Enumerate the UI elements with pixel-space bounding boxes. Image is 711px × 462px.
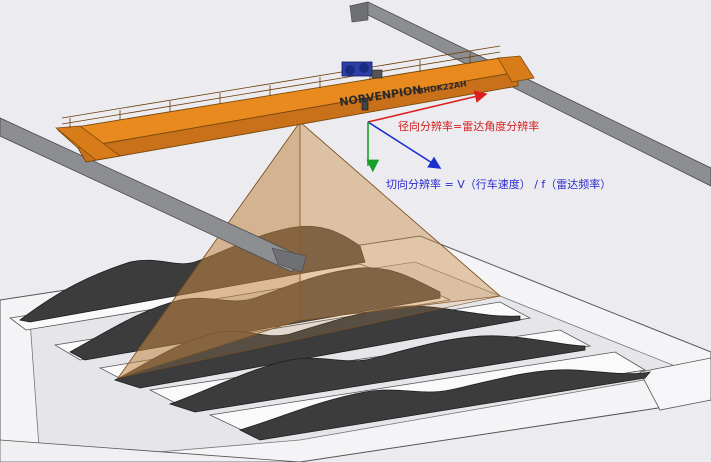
pile-row-3	[113, 305, 521, 389]
radial-resolution-label: 径向分辨率=雷达角度分辨率	[398, 119, 539, 133]
tangential-resolution-label: 切向分辨率 = V（行车速度） / f（雷达频率）	[386, 177, 611, 191]
pile-row-2	[69, 267, 441, 361]
crane-end-truck-left	[54, 125, 121, 161]
pile-row-5	[238, 369, 652, 441]
crane-trolley	[341, 61, 383, 79]
axis-red-arrow	[367, 90, 488, 123]
radar-sensor	[361, 97, 369, 111]
runway-rails	[0, 1, 711, 273]
crane-end-truck-right	[497, 55, 535, 83]
crane-railing	[61, 45, 501, 128]
crane-bridge: NORVENPION BHDK22AH	[54, 45, 535, 163]
rail-left	[0, 117, 301, 273]
radar-beam	[116, 120, 501, 379]
radar-beam-front-face	[117, 121, 501, 379]
axis-blue-arrow	[367, 121, 442, 169]
resolution-axes	[366, 90, 488, 173]
pile-row-4	[168, 335, 586, 413]
